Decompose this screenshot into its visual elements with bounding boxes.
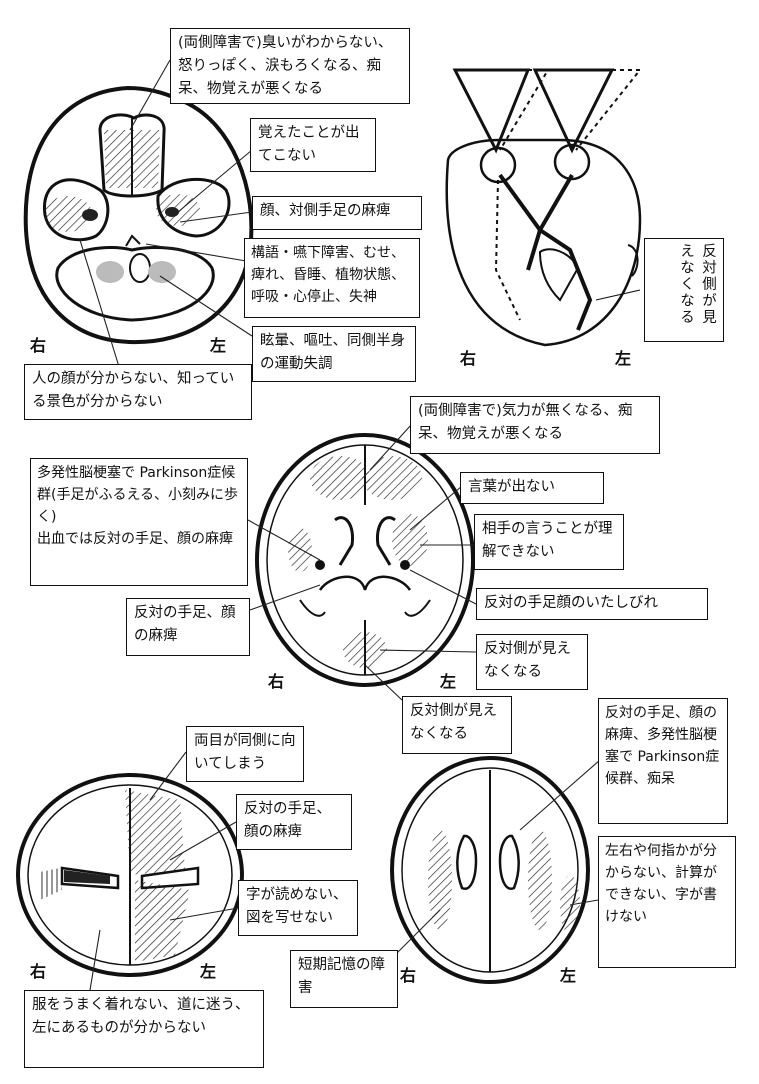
head-outline [445,138,642,347]
callout-dressing: 服をうまく着れない、道に迷う、左にあるものが分からない [24,990,264,1068]
callout-gerstmann: 左右や何指かが分からない、計算ができない、字が書けない [598,836,736,968]
label-left-top: 左 [200,962,217,981]
axial-mid-leaders [247,423,477,701]
optic-tract [498,173,593,331]
label-left-mid: 左 [440,672,457,691]
callout-periventricular: 反対の手足、顔の麻痺、多発性脳梗塞で Parkinson症候群、痴呆 [598,698,728,824]
eye-left [553,143,591,181]
label-right-coronal: 右 [400,966,417,985]
label-right-base: 右 [30,336,47,355]
label-left-base: 左 [210,336,227,355]
label-right-visual: 右 [460,349,477,368]
axial-top-diagram [16,773,244,977]
skull-base-leaders [79,59,253,371]
middle-fossa-left [156,177,231,238]
coronal-leaders [389,759,601,961]
label-right-mid: 右 [268,672,285,691]
callout-visual-left: 反対側が見えなくなる [476,634,588,690]
callout-gaze: 両目が同側に向いてしまう [186,726,304,782]
callout-cerebellum: 眩暈、嘔吐、同側半身の運動失調 [252,326,416,382]
ventricle-right [498,834,520,890]
callout-wernicke: 相手の言うことが理解できない [474,514,624,570]
callout-internal-capsule-mid: 反対の手足、顔の麻痺 [126,598,250,656]
axial-top-leaders [89,751,239,991]
frontal-fossa [98,113,166,198]
label-left-visual: 左 [615,349,632,368]
callout-motor: 反対の手足、顔の麻痺 [236,794,352,850]
middle-fossa-right [42,178,110,242]
eye-right [479,146,517,184]
skull-outline-mid [255,433,475,687]
callout-internal-capsule: 顔、対側手足の麻痺 [252,196,422,230]
callout-reading: 字が読めない、図を写せない [238,880,358,936]
label-left-coronal: 左 [560,966,577,985]
posterior-fossa [55,245,215,322]
skull-base-diagram [23,85,254,345]
callout-olfactory: (両側障害で)臭いがわからない、怒りっぽく、涙もろくなる、痴呆、物覚えが悪くなる [170,28,410,104]
callout-memory: 短期記憶の障害 [290,950,398,1008]
visual-field-right [452,68,531,154]
visual-field-left [532,68,615,154]
lateral-ventricles [334,516,396,566]
label-right-top: 右 [30,962,47,981]
visual-pathway-diagram [445,68,643,347]
coronal-diagram [390,756,590,984]
skull-outline-top [16,773,244,977]
skull-base-lesions [44,130,200,283]
callout-occipital: 人の顔が分からない、知っている景色が分からない [24,364,252,420]
callout-basal-ganglia: 多発性脳梗塞で Parkinson症候群(手足がふるえる、小刻みに歩く) 出血で… [30,458,248,586]
axial-mid-diagram [255,433,475,687]
axial-mid-lesions [288,456,428,668]
ventricle-left [456,834,478,890]
callout-visual-field: 反対側が見えなくなる [644,238,724,342]
callout-broca: 言葉が出ない [460,472,604,504]
callout-thalamus: 反対の手足顔のいたしびれ [476,588,708,620]
coronal-lesions [428,830,580,935]
axial-top-lesions [40,790,190,962]
callout-brainstem: 構語・嚥下障害、むせ、痺れ、昏睡、植物状態、呼吸・心停止、失神 [244,238,420,318]
skull-outline [23,85,254,345]
callout-hippocampus: 覚えたことが出てこない [250,118,376,172]
skull-outline-coronal [390,756,590,984]
callout-frontal: (両側障害で)気力が無くなる、痴呆、物覚えが悪くなる [410,396,660,454]
callout-visual-right: 反対側が見えなくなる [402,696,512,754]
